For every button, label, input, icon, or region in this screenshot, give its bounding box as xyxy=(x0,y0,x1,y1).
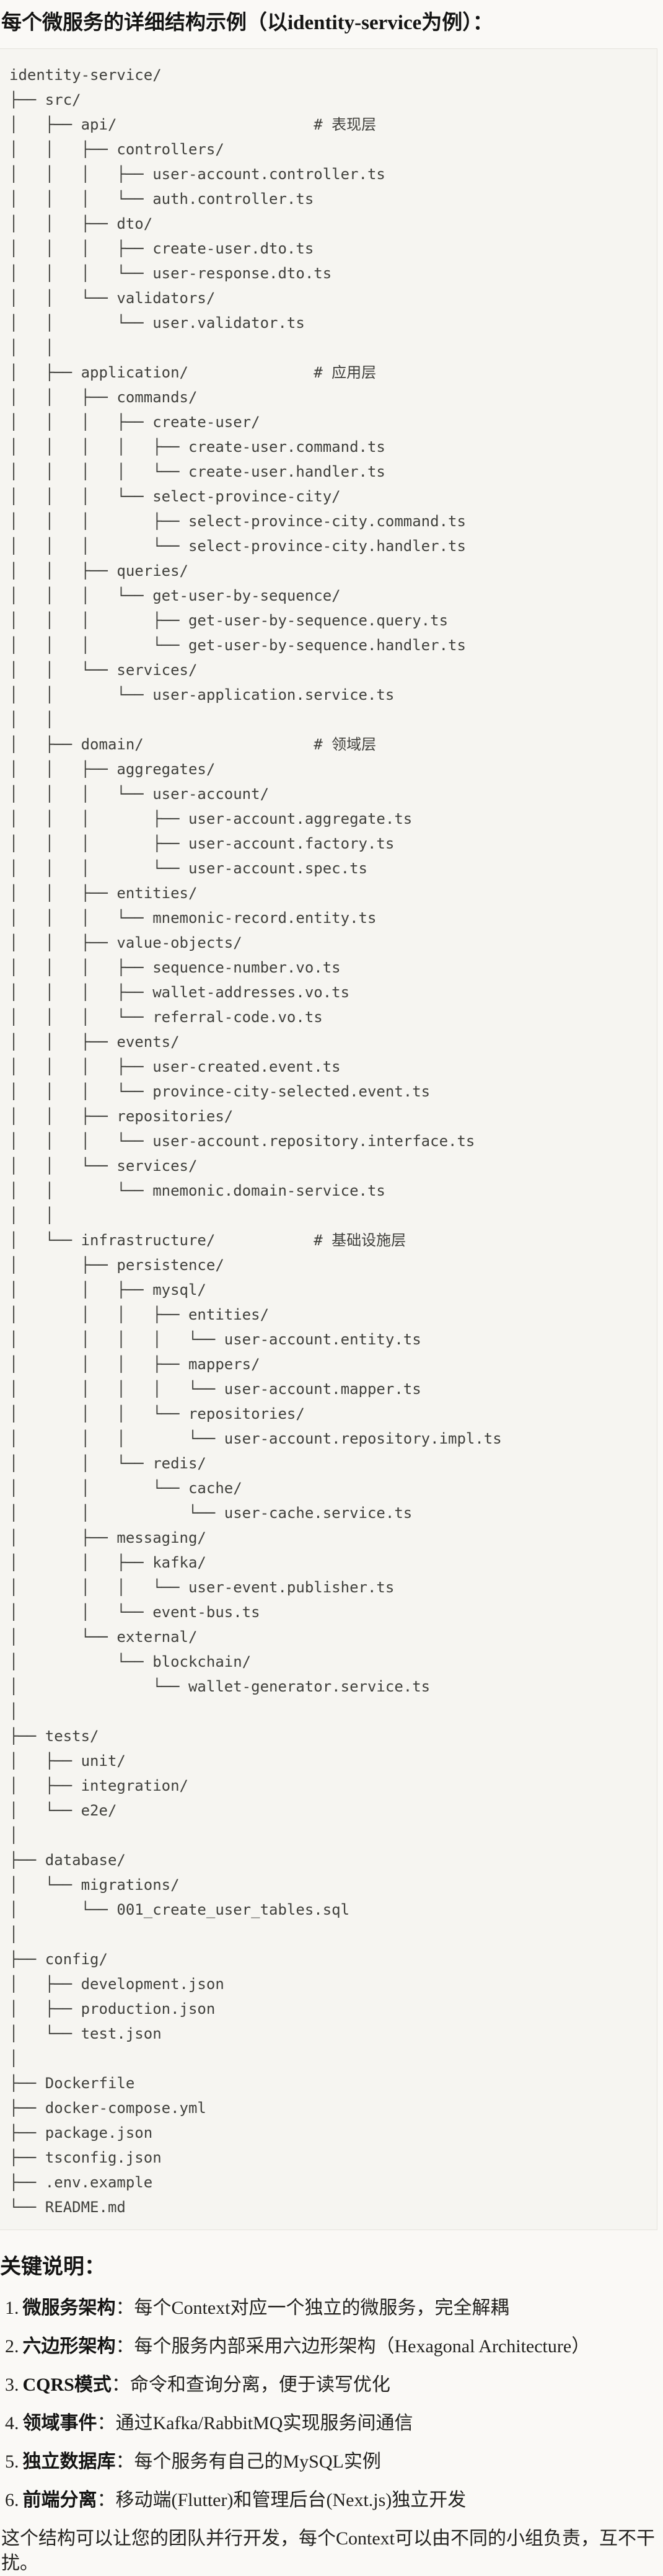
note-term: 六边形架构 xyxy=(22,2336,116,2357)
note-term: CQRS模式 xyxy=(22,2375,112,2395)
notes-heading: 关键说明： xyxy=(0,2256,105,2278)
note-number: 6. xyxy=(5,2490,19,2510)
note-number: 3. xyxy=(5,2375,19,2395)
note-colon: ： xyxy=(111,2375,130,2395)
note-number: 2. xyxy=(5,2336,19,2357)
note-item: 4.领域事件：通过Kafka/RabbitMQ实现服务间通信 xyxy=(5,2411,663,2436)
note-term: 微服务架构 xyxy=(22,2298,116,2318)
note-colon: ： xyxy=(115,2451,134,2472)
note-item: 3.CQRS模式：命令和查询分离，便于读写优化 xyxy=(5,2373,663,2397)
note-term: 独立数据库 xyxy=(22,2451,116,2472)
note-item: 2.六边形架构：每个服务内部采用六边形架构（Hexagonal Architec… xyxy=(5,2334,663,2359)
note-number: 5. xyxy=(5,2451,19,2472)
notes-list: 1.微服务架构：每个Context对应一个独立的微服务，完全解耦 2.六边形架构… xyxy=(0,2296,663,2513)
note-item: 6.前端分离：移动端(Flutter)和管理后台(Next.js)独立开发 xyxy=(5,2488,663,2513)
note-colon: ： xyxy=(97,2490,116,2510)
note-desc: 命令和查询分离，便于读写优化 xyxy=(130,2375,390,2395)
note-desc: 移动端(Flutter)和管理后台(Next.js)独立开发 xyxy=(115,2490,467,2510)
code-block: identity-service/ ├── src/ │ ├── api/ # … xyxy=(0,48,657,2230)
note-item: 1.微服务架构：每个Context对应一个独立的微服务，完全解耦 xyxy=(5,2296,663,2321)
page-title: 每个微服务的详细结构示例（以identity-service为例）： xyxy=(1,12,493,34)
note-term: 领域事件 xyxy=(22,2413,97,2433)
note-number: 4. xyxy=(5,2413,19,2433)
note-colon: ： xyxy=(115,2336,134,2357)
note-desc: 每个服务有自己的MySQL实例 xyxy=(134,2451,381,2472)
note-desc: 通过Kafka/RabbitMQ实现服务间通信 xyxy=(115,2413,413,2433)
file-tree: identity-service/ ├── src/ │ ├── api/ # … xyxy=(9,66,502,2216)
note-colon: ： xyxy=(115,2298,134,2318)
note-desc: 每个Context对应一个独立的微服务，完全解耦 xyxy=(134,2298,509,2318)
note-number: 1. xyxy=(5,2298,19,2318)
note-desc: 每个服务内部采用六边形架构（Hexagonal Architecture） xyxy=(134,2336,591,2357)
closing-paragraph: 这个结构可以让您的团队并行开发，每个Context可以由不同的小组负责，互不干扰… xyxy=(1,2528,655,2574)
note-term: 前端分离 xyxy=(22,2490,97,2510)
note-item: 5.独立数据库：每个服务有自己的MySQL实例 xyxy=(5,2450,663,2474)
note-colon: ： xyxy=(97,2413,116,2433)
